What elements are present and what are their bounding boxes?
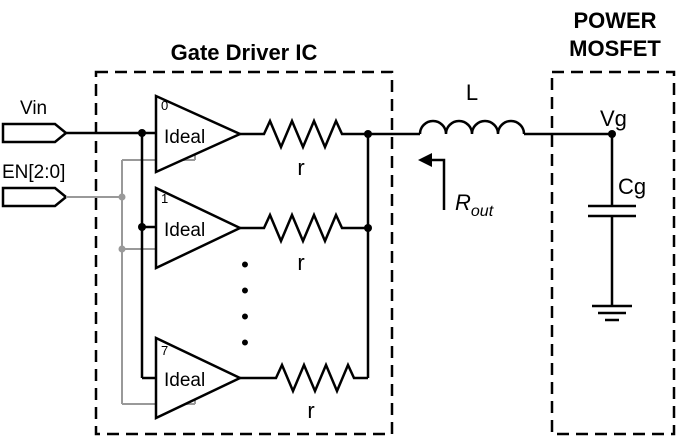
svg-text:•: • — [241, 304, 249, 329]
buffer-0: 0 Ideal — [154, 94, 244, 174]
capacitor-cg: Cg — [588, 134, 646, 306]
power-title-line2: MOSFET — [569, 36, 661, 61]
buffer-7-label: Ideal — [164, 370, 205, 391]
resistor-0-label: r — [297, 155, 304, 180]
vg-label: Vg — [600, 106, 627, 131]
power-mosfet-box — [550, 70, 676, 436]
cg-label: Cg — [618, 174, 646, 199]
vg-node: Vg — [600, 106, 627, 138]
buffer-1-label: Ideal — [164, 220, 205, 241]
rout-label: Rout — [455, 190, 494, 220]
svg-text:•: • — [241, 252, 249, 277]
svg-text:•: • — [241, 278, 249, 303]
inductor-label: L — [466, 80, 478, 105]
resistor-1-label: r — [297, 250, 304, 275]
power-title-line1: POWER — [573, 8, 656, 33]
ground-icon — [592, 304, 632, 322]
rout-arrow: Rout — [418, 153, 494, 220]
buffer-7-index: 7 — [161, 343, 168, 358]
resistor-7-label: r — [307, 398, 314, 423]
resistor-1: r — [240, 211, 368, 275]
svg-text:•: • — [241, 330, 249, 355]
buffer-0-index: 0 — [161, 98, 168, 113]
gate-driver-ic-box — [94, 70, 394, 436]
buffer-1: 1 Ideal — [154, 186, 243, 270]
output-bus — [364, 130, 420, 378]
buffer-0-label: Ideal — [164, 127, 205, 148]
ellipsis: • • • • — [241, 252, 249, 355]
en-pin — [1, 186, 68, 208]
vin-label: Vin — [20, 98, 47, 119]
buffer-1-index: 1 — [161, 191, 168, 206]
vin-bus — [66, 129, 156, 380]
en-label: EN[2:0] — [2, 162, 65, 183]
inductor: L — [418, 80, 612, 136]
resistor-7: r — [240, 361, 368, 423]
vin-pin — [1, 122, 68, 144]
resistor-0: r — [240, 117, 368, 180]
gate-driver-title: Gate Driver IC — [171, 40, 318, 65]
buffer-7: 7 Ideal — [154, 336, 243, 420]
